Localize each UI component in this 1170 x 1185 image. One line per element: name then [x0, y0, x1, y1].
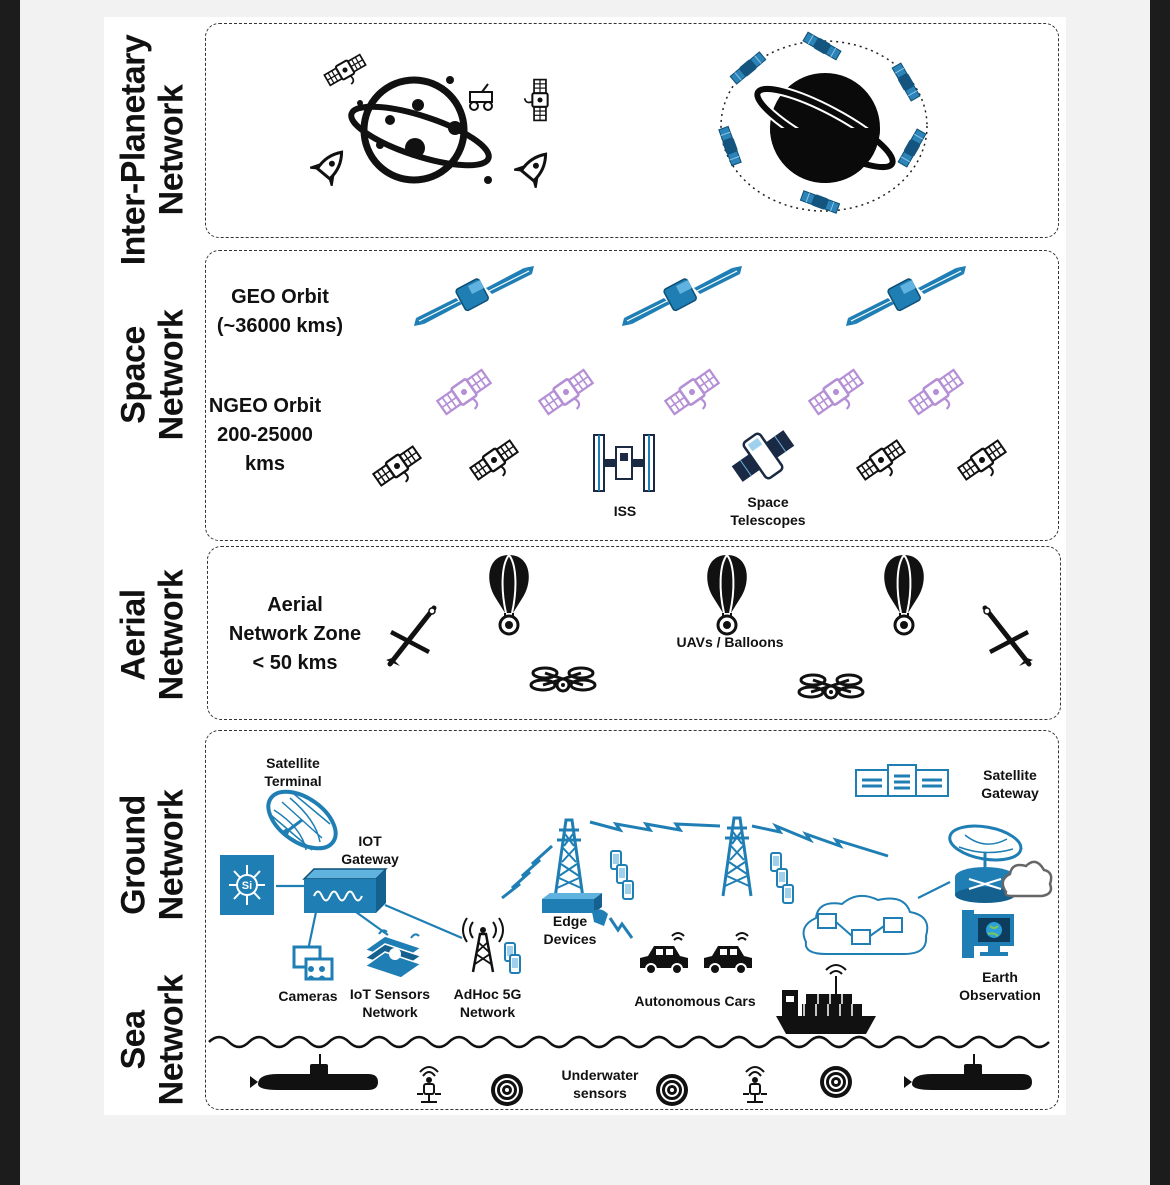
server-rack-icon [855, 764, 949, 797]
submarine-icon [249, 1053, 379, 1091]
earth-observation-workstation-icon [962, 910, 1014, 958]
aerial-panel [207, 546, 1061, 720]
ngeo-satellite-icon [806, 367, 871, 426]
geo-satellite-icon [621, 265, 743, 327]
quadcopter-icon [529, 666, 597, 693]
autonomous-car-icon [703, 932, 753, 975]
inter-planetary-panel [205, 23, 1059, 238]
cloud-network-icon [802, 894, 929, 955]
mobile-device-icon [782, 884, 794, 904]
camera-icon [292, 945, 334, 981]
sea-surface-wave [208, 1035, 1050, 1049]
fixed-wing-drone-icon [984, 608, 1033, 666]
satellite-icon [523, 78, 549, 122]
balloon-icon [882, 553, 926, 636]
adhoc-5g-tower-icon [462, 917, 504, 973]
ngeo-orbit-label: NGEO Orbit 200-25000 kms [208, 395, 322, 475]
ngeo-satellite-icon [906, 367, 971, 426]
space-panel [205, 250, 1059, 541]
edge-device-icon [592, 909, 608, 926]
autonomous-car-icon [639, 932, 689, 975]
fixed-wing-drone-icon [386, 608, 435, 666]
saturn-icon [720, 40, 928, 212]
iss-icon [593, 434, 655, 492]
uavs-balloons-label: UAVs / Balloons [676, 634, 784, 650]
edge-tower-icon [553, 818, 585, 900]
orbit-satellite-icon [717, 125, 743, 167]
links [276, 881, 951, 951]
iot-gateway-icon [302, 868, 388, 913]
cargo-ship-icon [776, 964, 876, 1034]
earth-observation-label: Earth Observation [959, 969, 1041, 1003]
rocket-icon [513, 152, 548, 189]
leo-satellite-icon [955, 437, 1014, 490]
satellite-gateway-label: Satellite Gateway [981, 767, 1039, 801]
left-frame-bar [0, 0, 20, 1185]
orbit-satellite-icon [729, 50, 767, 86]
orbit-satellite-icon [896, 128, 928, 168]
iss-label: ISS [613, 503, 637, 519]
buoy-sensor-icon [416, 1066, 442, 1103]
ngeo-satellite-icon [662, 367, 727, 426]
edge-device-icon [542, 893, 602, 913]
underwater-sensors-label: Underwater sensors [561, 1067, 639, 1101]
iot-sensors-icon [363, 929, 423, 979]
rover-icon [469, 83, 493, 111]
balloon-icon [487, 553, 531, 636]
balloon-icon [705, 553, 749, 636]
mobile-device-icon [509, 954, 521, 974]
satellite-gateway-dish-icon [948, 824, 1023, 903]
geo-satellite-icon [845, 265, 967, 327]
leo-satellite-icon [370, 443, 429, 496]
geo-satellite-icon [413, 265, 535, 327]
ground-sea-panel [205, 730, 1059, 1110]
cloud-icon [1001, 860, 1053, 898]
sonar-sensor-icon [655, 1073, 689, 1107]
ngeo-satellite-icon [434, 367, 499, 426]
si-switch-icon: Si [220, 855, 274, 915]
sonar-sensor-icon [490, 1073, 524, 1107]
adhoc-5g-label: AdHoc 5G Network [453, 986, 522, 1020]
satellite-terminal-dish-icon [266, 789, 338, 851]
quadcopter-icon [797, 673, 865, 700]
satellite-dish-icon [322, 52, 372, 95]
svg-text:Si: Si [242, 880, 252, 892]
orbit-satellite-icon [802, 30, 842, 62]
submarine-icon [903, 1053, 1033, 1091]
sonar-sensor-icon [819, 1065, 853, 1099]
leo-satellite-icon [467, 437, 526, 490]
orbit-satellite-icon [890, 62, 922, 102]
relay-tower-icon [721, 816, 753, 898]
mobile-device-icon [622, 880, 634, 900]
leo-satellite-icon [854, 437, 913, 490]
right-frame-bar [1150, 0, 1170, 1185]
edge-devices-label: Edge Devices [543, 913, 597, 947]
space-telescope-icon [730, 428, 796, 484]
ngeo-satellite-icon [536, 367, 601, 426]
microwave-links [501, 820, 889, 939]
iot-gateway-label: IOT Gateway [341, 833, 399, 867]
aerial-zone-label: Aerial Network Zone < 50 kms [228, 594, 362, 674]
planet-icon [348, 76, 492, 184]
autonomous-cars-label: Autonomous Cars [634, 993, 756, 1009]
satellite-terminal-label: Satellite Terminal [264, 755, 322, 789]
geo-orbit-label: GEO Orbit (~36000 kms) [216, 286, 344, 337]
space-telescopes-label: Space Telescopes [730, 494, 806, 528]
iot-sensors-label: IoT Sensors Network [349, 986, 431, 1020]
buoy-sensor-icon [742, 1066, 768, 1103]
rocket-icon [309, 150, 344, 187]
cameras-label: Cameras [278, 988, 338, 1004]
